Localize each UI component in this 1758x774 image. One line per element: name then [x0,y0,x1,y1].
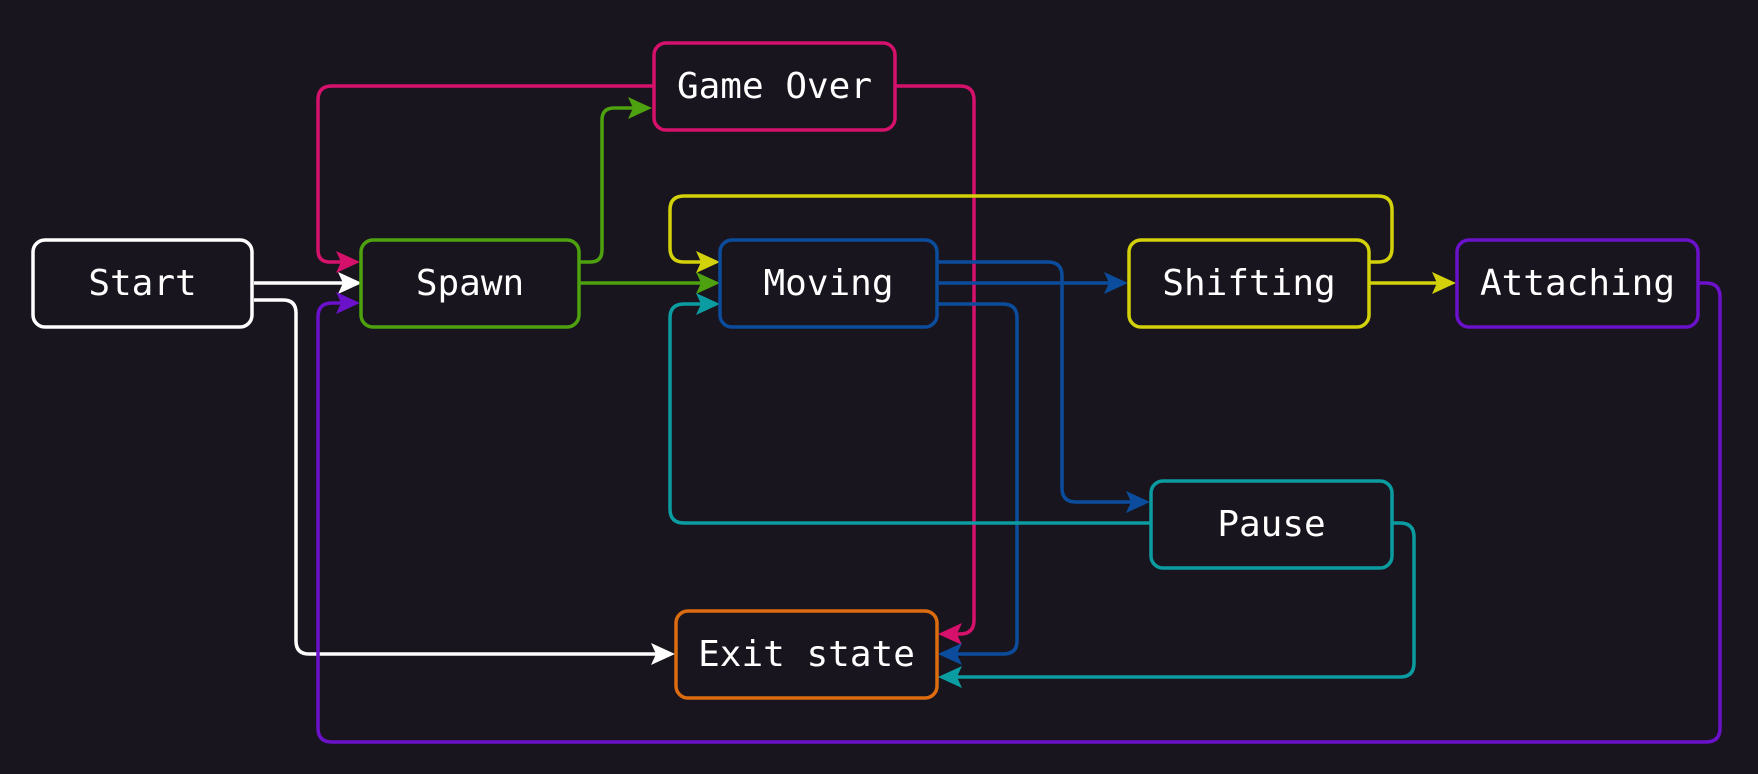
edge-shifting-to-moving-line [668,194,1394,264]
edge-pause-to-exit-state [938,521,1416,688]
node-pause-label: Pause [1217,504,1325,545]
edge-moving-to-pause [938,260,1150,513]
edge-start-to-spawn [254,272,362,294]
node-start: Start [31,238,254,329]
edge-moving-to-shifting-arrowhead [1104,272,1128,294]
node-shifting: Shifting [1127,238,1371,329]
edge-moving-to-shifting [938,272,1128,294]
node-attaching-box [1455,238,1700,329]
node-pause-box [1149,479,1394,570]
edge-pause-to-moving [668,293,1150,525]
node-start-box [31,238,254,329]
edge-attaching-to-spawn [316,281,1722,744]
edge-moving-to-exit-state-line [938,302,1019,656]
edge-attaching-to-spawn-line [316,281,1722,744]
edge-game-over-to-exit-state-arrowhead [938,623,962,645]
edge-start-to-spawn-arrowhead [338,272,362,294]
node-spawn-label: Spawn [416,263,524,304]
edge-start-to-exit-state-line [254,298,663,656]
edge-game-over-to-spawn [316,84,654,273]
node-game-over: Game Over [652,41,897,132]
edge-moving-to-exit-state-arrowhead [938,643,962,665]
node-exit-state: Exit state [674,609,939,700]
edge-shifting-to-moving-arrowhead [696,251,720,273]
edge-shifting-to-attaching-arrowhead [1432,272,1456,294]
edge-moving-to-exit-state [938,302,1019,665]
edge-spawn-to-game-over-line [580,106,640,264]
edge-moving-to-pause-line [938,260,1138,504]
node-moving: Moving [718,238,939,329]
edge-attaching-to-spawn-arrowhead [336,292,360,314]
node-game-over-box [652,41,897,132]
edge-pause-to-moving-line [668,302,1150,525]
node-spawn: Spawn [359,238,581,329]
edge-game-over-to-exit-state [896,84,976,645]
edge-pause-to-exit-state-arrowhead [938,666,962,688]
node-game-over-label: Game Over [677,66,872,107]
node-exit-state-label: Exit state [698,634,915,675]
edge-moving-to-pause-arrowhead [1126,491,1150,513]
edge-shifting-to-moving [668,194,1394,273]
edge-game-over-to-exit-state-line [896,84,976,636]
edge-spawn-to-game-over [580,97,652,264]
node-moving-box [718,238,939,329]
node-shifting-box [1127,238,1371,329]
node-spawn-box [359,238,581,329]
node-moving-label: Moving [763,263,893,304]
node-attaching-label: Attaching [1480,263,1675,304]
node-exit-state-box [674,609,939,700]
edge-pause-to-moving-arrowhead [696,293,720,315]
node-pause: Pause [1149,479,1394,570]
edge-pause-to-exit-state-line [950,521,1416,679]
edge-spawn-to-moving [580,272,720,294]
edge-spawn-to-moving-arrowhead [696,272,720,294]
edge-shifting-to-attaching [1370,272,1456,294]
edge-start-to-exit-state [254,298,675,665]
node-attaching: Attaching [1455,238,1700,329]
edge-game-over-to-spawn-arrowhead [336,251,360,273]
edge-game-over-to-spawn-line [316,84,654,264]
node-shifting-label: Shifting [1162,263,1335,304]
node-start-label: Start [88,263,196,304]
edge-spawn-to-game-over-arrowhead [628,97,652,119]
edge-start-to-exit-state-arrowhead [651,643,675,665]
